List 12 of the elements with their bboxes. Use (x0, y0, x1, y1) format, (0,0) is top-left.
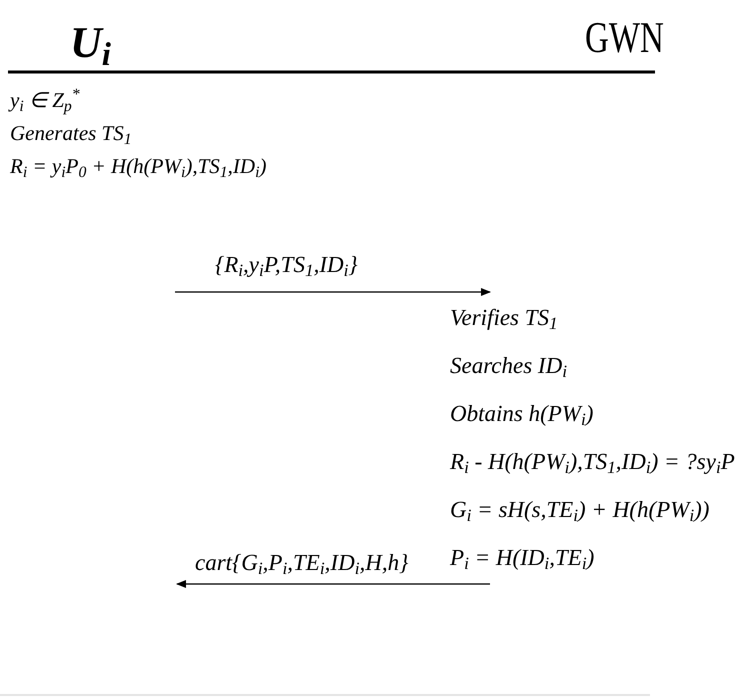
equation-text: Obtains h(PW$_{i}$) (450, 400, 594, 432)
party-heading: U$_{i}$ (70, 18, 111, 68)
arrow (175, 288, 491, 296)
equation-text: Generates TS$_{1}$ (10, 120, 132, 150)
equation-text: Verifies TS$_{1}$ (450, 304, 558, 336)
party-heading: GWN (585, 12, 664, 64)
equation-text: R$_{i}$ = y$_{i}$P$_{0}$ + H(h(PW$_{i}$),TS$_{1}$,ID$_{i}$) (10, 153, 266, 183)
equation-text: R$_{i}$ - H(h(PW$_{i}$),TS$_{1}$,ID$_{i}$) = ?sy$_{i}$P (450, 448, 735, 480)
arrow (176, 580, 490, 588)
equation-text: P$_{i}$ = H(ID$_{i}$,TE$_{i}$) (450, 544, 594, 576)
equation-text: G$_{i}$ = sH(s,TE$_{i}$) + H(h(PW$_{i}$)) (450, 496, 710, 528)
equation-text: Searches ID$_{i}$ (450, 352, 567, 384)
